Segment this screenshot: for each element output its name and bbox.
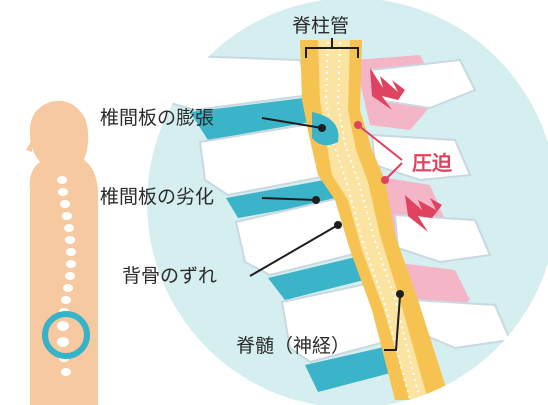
degeneration-point xyxy=(312,196,320,204)
slip-point xyxy=(334,221,342,229)
vertebra-mini xyxy=(65,236,75,244)
label-spinal-cord: 脊髄（神経） xyxy=(236,335,350,357)
vertebra-mini xyxy=(62,212,72,220)
vertebra-mini xyxy=(57,337,69,347)
face-nose xyxy=(26,140,32,152)
vertebra-mini xyxy=(57,176,67,184)
vertebra-mini xyxy=(66,248,76,256)
vertebra-mini xyxy=(57,321,69,331)
vertebra-mini xyxy=(61,296,71,304)
vertebra-mini xyxy=(63,284,73,292)
label-spinal-canal: 脊柱管 xyxy=(292,15,349,37)
label-disc-bulge: 椎間板の膨張 xyxy=(100,107,214,129)
label-vertebral-slip: 背骨のずれ xyxy=(122,265,217,287)
vertebra-mini xyxy=(61,368,71,376)
bulge-point xyxy=(318,124,326,132)
vertebra-mini xyxy=(66,260,76,268)
vertebra-mini xyxy=(58,188,68,196)
label-disc-degeneration: 椎間板の劣化 xyxy=(100,186,214,208)
vertebra-mini xyxy=(60,200,70,208)
cord-point xyxy=(396,290,404,298)
head xyxy=(32,112,88,168)
body-silhouette xyxy=(26,101,98,405)
vertebra-mini xyxy=(65,272,75,280)
vertebra-mini xyxy=(64,224,74,232)
label-compression: 圧迫 xyxy=(412,151,453,175)
